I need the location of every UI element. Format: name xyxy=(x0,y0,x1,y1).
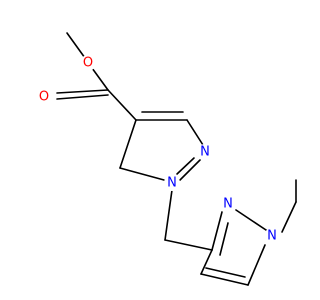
bond-ring2-double-c3n xyxy=(219,222,229,256)
structural-formula: O O N N N N xyxy=(36,32,297,286)
bond-ring2-double-c4c5 xyxy=(205,267,246,278)
bond-carbonyl-to-ring xyxy=(107,89,137,121)
bond-ring1-double-n xyxy=(176,157,195,175)
bond-ring2-n-n1 xyxy=(235,209,270,233)
atom-n2-ring1: N xyxy=(197,144,213,160)
bond-n1-ch2 xyxy=(164,189,173,241)
atom-o-ester: O xyxy=(80,55,96,71)
bond-ring1-n-n1 xyxy=(179,159,201,181)
bond-ring2-c5-c4 xyxy=(200,273,249,286)
atom-n2-ring2-label: N xyxy=(223,197,233,212)
bond-ring1-c5-c4 xyxy=(119,119,137,169)
bond-methyl-o xyxy=(66,32,86,59)
atom-n1-ring2: N xyxy=(264,228,280,244)
bond-carbonyl-double-outer xyxy=(56,89,109,94)
atom-n1-ring1-label: N xyxy=(167,176,177,191)
atom-n2-ring2: N xyxy=(220,196,236,212)
bond-ring2-n1-c5 xyxy=(247,244,266,286)
atom-n1-ring2-label: N xyxy=(267,229,277,244)
bond-ring1-c5-n xyxy=(186,119,204,146)
atom-n1-ring1: N xyxy=(164,175,180,191)
bond-o-carbonyl-carbon xyxy=(91,67,109,91)
atom-o-carbonyl-label: O xyxy=(39,90,49,105)
bond-n1-ethyl xyxy=(281,201,297,233)
bond-ring2-c4-c3 xyxy=(200,249,213,275)
bond-carbonyl-double-inner xyxy=(56,94,109,100)
bond-ring1-n1-c5 xyxy=(119,167,165,181)
atom-o-ester-label: O xyxy=(83,56,93,71)
atom-n2-ring1-label: N xyxy=(200,145,210,160)
bond-ring2-c3-n xyxy=(211,211,223,251)
atom-o-carbonyl: O xyxy=(36,89,52,105)
bond-ch2-ring2 xyxy=(164,239,213,251)
